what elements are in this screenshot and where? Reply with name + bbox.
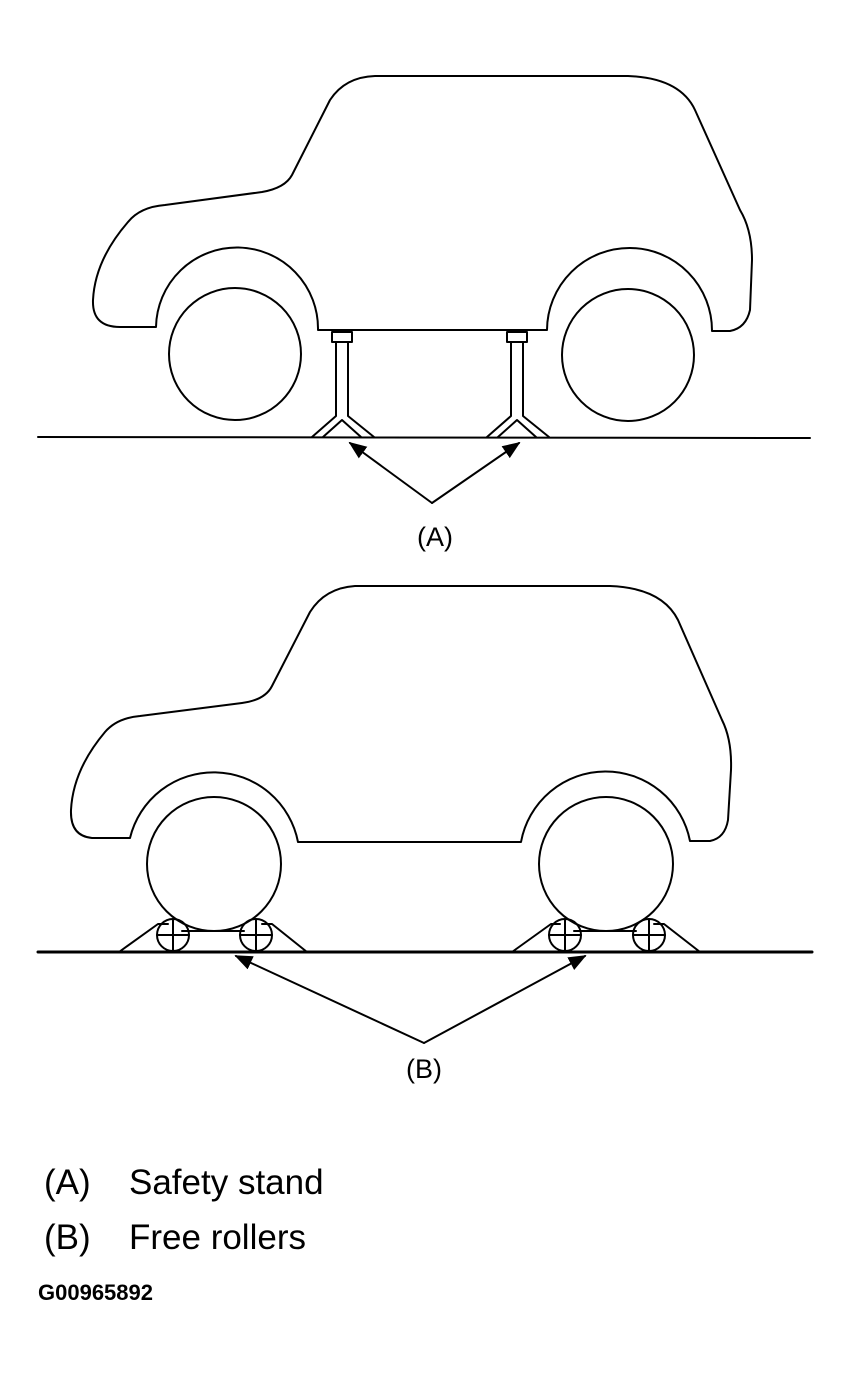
callout-arrow — [348, 441, 432, 503]
callout-b-label: (B) — [406, 1054, 442, 1084]
safety-stand-icon — [312, 332, 374, 437]
wheel-front — [169, 288, 301, 420]
callout-arrow — [234, 956, 424, 1043]
legend-key: (A) — [44, 1163, 91, 1202]
legend-item-a: (A) Safety stand — [44, 1163, 324, 1203]
free-roller-icon — [119, 919, 307, 952]
vehicle-on-safety-stands: (A) — [38, 76, 810, 552]
legend-item-b: (B) Free rollers — [44, 1218, 306, 1258]
free-roller-icon — [512, 919, 700, 952]
wheel-rear — [539, 797, 673, 931]
vehicle-on-free-rollers: (B) — [38, 586, 812, 1084]
callout-a-label: (A) — [417, 522, 453, 552]
ground-line — [38, 437, 810, 438]
wheel-rear — [562, 289, 694, 421]
safety-stand-icon — [487, 332, 549, 437]
legend-text: Free rollers — [129, 1218, 306, 1257]
callout-arrow — [432, 441, 521, 503]
vehicle-body-bottom — [71, 586, 731, 842]
vehicle-body-top — [93, 76, 752, 331]
legend-key: (B) — [44, 1218, 91, 1257]
wheel-front — [147, 797, 281, 931]
callout-arrow — [424, 956, 587, 1043]
figure-code: G00965892 — [38, 1280, 153, 1305]
legend-text: Safety stand — [129, 1163, 324, 1202]
